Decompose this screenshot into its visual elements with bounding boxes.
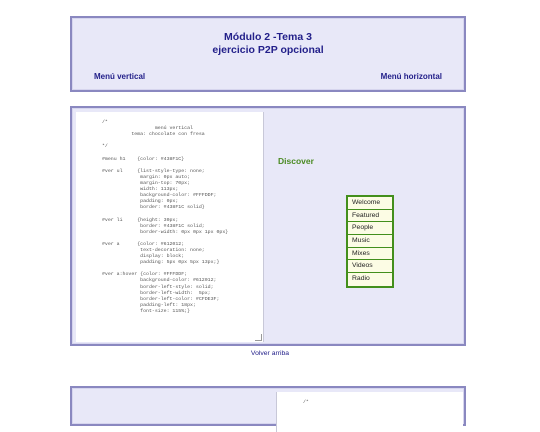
header-panel: Módulo 2 -Tema 3 ejercicio P2P opcional … <box>70 16 466 92</box>
page-subtitle: ejercicio P2P opcional <box>212 44 324 56</box>
code-textarea[interactable]: /* menú vertical tema: chocolate con fre… <box>76 112 264 342</box>
content-panel: /* menú vertical tema: chocolate con fre… <box>70 106 466 346</box>
menu-item-welcome[interactable]: Welcome <box>348 197 392 210</box>
vertical-menu: Welcome Featured People Music Mixes Vide… <box>346 195 394 288</box>
menu-item-people[interactable]: People <box>348 222 392 236</box>
menu-item-mixes[interactable]: Mixes <box>348 248 392 261</box>
menu-heading: Discover <box>278 156 314 166</box>
nav-link-vertical-menu[interactable]: Menú vertical <box>94 72 146 81</box>
nav-link-horizontal-menu[interactable]: Menú horizontal <box>380 72 442 81</box>
css-code: /* menú vertical tema: chocolate con fre… <box>102 120 229 314</box>
menu-item-videos[interactable]: Videos <box>348 260 392 274</box>
bottom-code-textarea[interactable]: /* <box>276 392 463 432</box>
bottom-css-code: /* <box>303 400 309 405</box>
resize-grip-icon[interactable] <box>255 334 262 341</box>
bottom-panel: /* <box>70 386 466 432</box>
page-title: Módulo 2 -Tema 3 <box>224 31 312 43</box>
menu-item-featured[interactable]: Featured <box>348 210 392 223</box>
back-to-top-link[interactable]: Volver arriba <box>250 350 290 357</box>
menu-item-music[interactable]: Music <box>348 235 392 248</box>
menu-item-radio[interactable]: Radio <box>352 275 370 283</box>
